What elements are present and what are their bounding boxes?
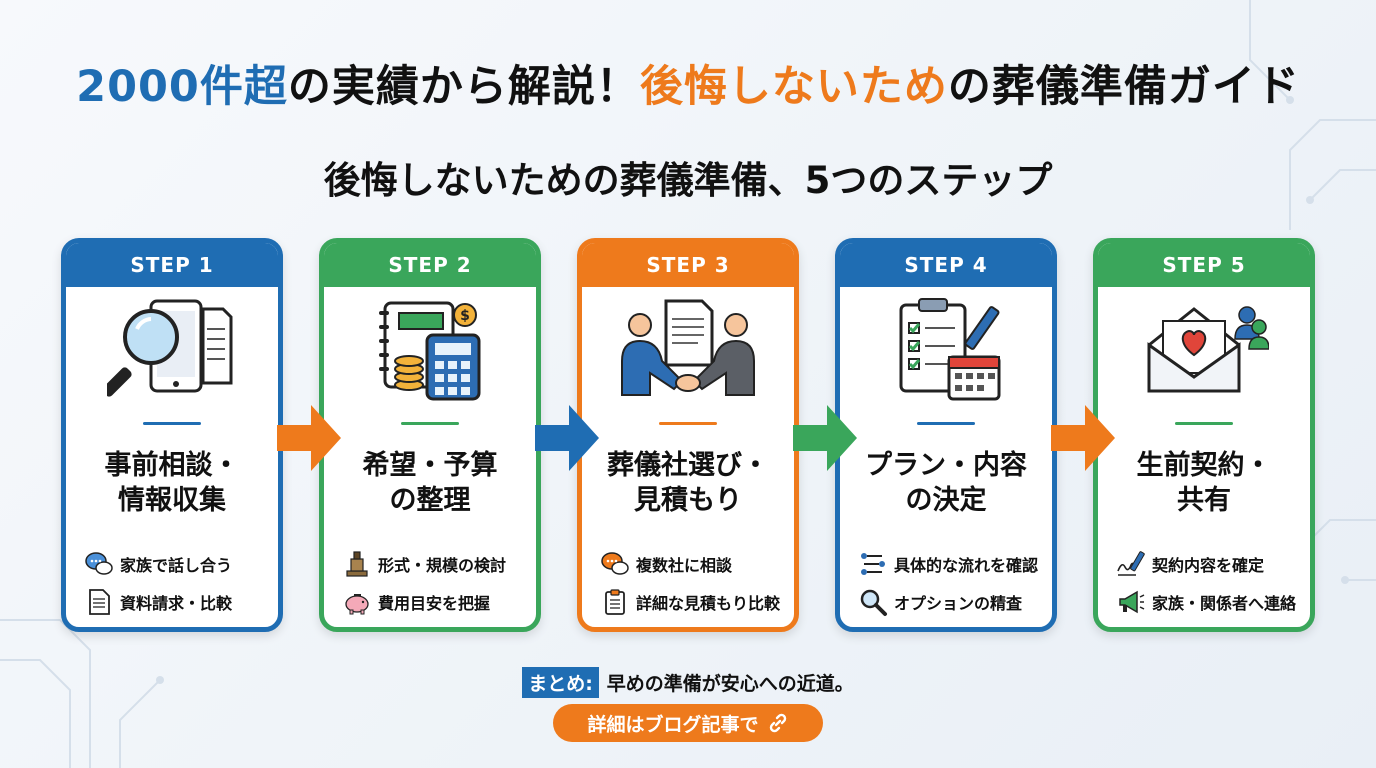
blog-link-button[interactable]: 詳細はブログ記事で [553,704,823,742]
step-label: STEP 4 [840,243,1052,287]
list-item: オプションの精査 [858,583,1048,621]
chat-bubbles-icon [601,552,629,575]
summary-label: まとめ: [522,667,599,698]
piggy-bank-icon [345,594,369,615]
step-title: 事前相談・ 情報収集 [104,450,240,516]
handshake-contract-icon [582,295,794,407]
list-item: 家族・関係者へ連絡 [1116,583,1306,621]
summary: まとめ: 早めの準備が安心への近道。 [0,667,1376,698]
step-label: STEP 1 [66,243,278,287]
list-item: 複数社に相談 [600,545,790,583]
megaphone-icon [1119,590,1145,614]
step-card-3: STEP 3 葬儀社選び・ 見積もり 複数社に相談 詳細な見積もり比較 [577,238,799,632]
step-label: STEP 3 [582,243,794,287]
arrow-right-icon [535,405,599,471]
steps-subtitle: 後悔しないための葬儀準備、5つのステップ [323,159,1053,202]
notebook-calculator-coins-icon: $ [324,295,536,407]
magnifier-phone-document-icon [66,295,278,407]
step-card-1: STEP 1 事前相談・ 情報収集 家族で話し合う 資料請求・比較 [61,238,283,632]
arrow-right-icon [1051,405,1115,471]
document-icon [89,589,110,615]
summary-text: 早めの準備が安心への近道。 [606,673,854,695]
step-card-4: STEP 4 プラン・内容 の決定 具体的な流れを確認 オプションの精査 [835,238,1057,632]
title-divider [401,422,459,425]
arrow-right-icon [277,405,341,471]
step-card-2: STEP 2 $ 希望・予算 の整理 形式・規模の検討 費用目安を把握 [319,238,541,632]
list-item: 家族で話し合う [84,545,274,583]
list-item: 費用目安を把握 [342,583,532,621]
list-item: 資料請求・比較 [84,583,274,621]
clipboard-list-icon [605,589,625,615]
link-icon [769,713,786,733]
step-bullets: 家族で話し合う 資料請求・比較 [84,545,274,621]
step-bullets: 形式・規模の検討 費用目安を把握 [342,545,532,621]
step-title: 希望・予算 の整理 [362,450,498,516]
list-item: 詳細な見積もり比較 [600,583,790,621]
title-divider [659,422,717,425]
step-label: STEP 5 [1098,243,1310,287]
step-bullets: 契約内容を確定 家族・関係者へ連絡 [1116,545,1306,621]
signature-pen-icon [1117,551,1145,576]
title-divider [917,422,975,425]
page-headline: 2000件超の実績から解説！後悔しないための葬儀準備ガイド [76,62,1300,112]
list-item: 具体的な流れを確認 [858,545,1048,583]
step-title: 生前契約・ 共有 [1136,450,1272,516]
list-item: 形式・規模の検討 [342,545,532,583]
flow-icon [861,553,885,575]
list-item: 契約内容を確定 [1116,545,1306,583]
svg-text:$: $ [460,308,470,324]
step-title: プラン・内容 の決定 [865,450,1027,516]
step-label: STEP 2 [324,243,536,287]
title-divider [1175,422,1233,425]
step-title: 葬儀社選び・ 見積もり [607,450,769,516]
step-bullets: 複数社に相談 詳細な見積もり比較 [600,545,790,621]
search-icon [860,589,887,616]
arrow-right-icon [793,405,857,471]
checklist-calendar-icon [840,295,1052,407]
step-card-5: STEP 5 生前契約・ 共有 契約内容を確定 家族・関係者へ連絡 [1093,238,1315,632]
heart-envelope-people-icon [1098,295,1310,407]
chat-bubbles-icon [85,552,113,575]
title-divider [143,422,201,425]
step-bullets: 具体的な流れを確認 オプションの精査 [858,545,1048,621]
altar-icon [346,551,368,577]
